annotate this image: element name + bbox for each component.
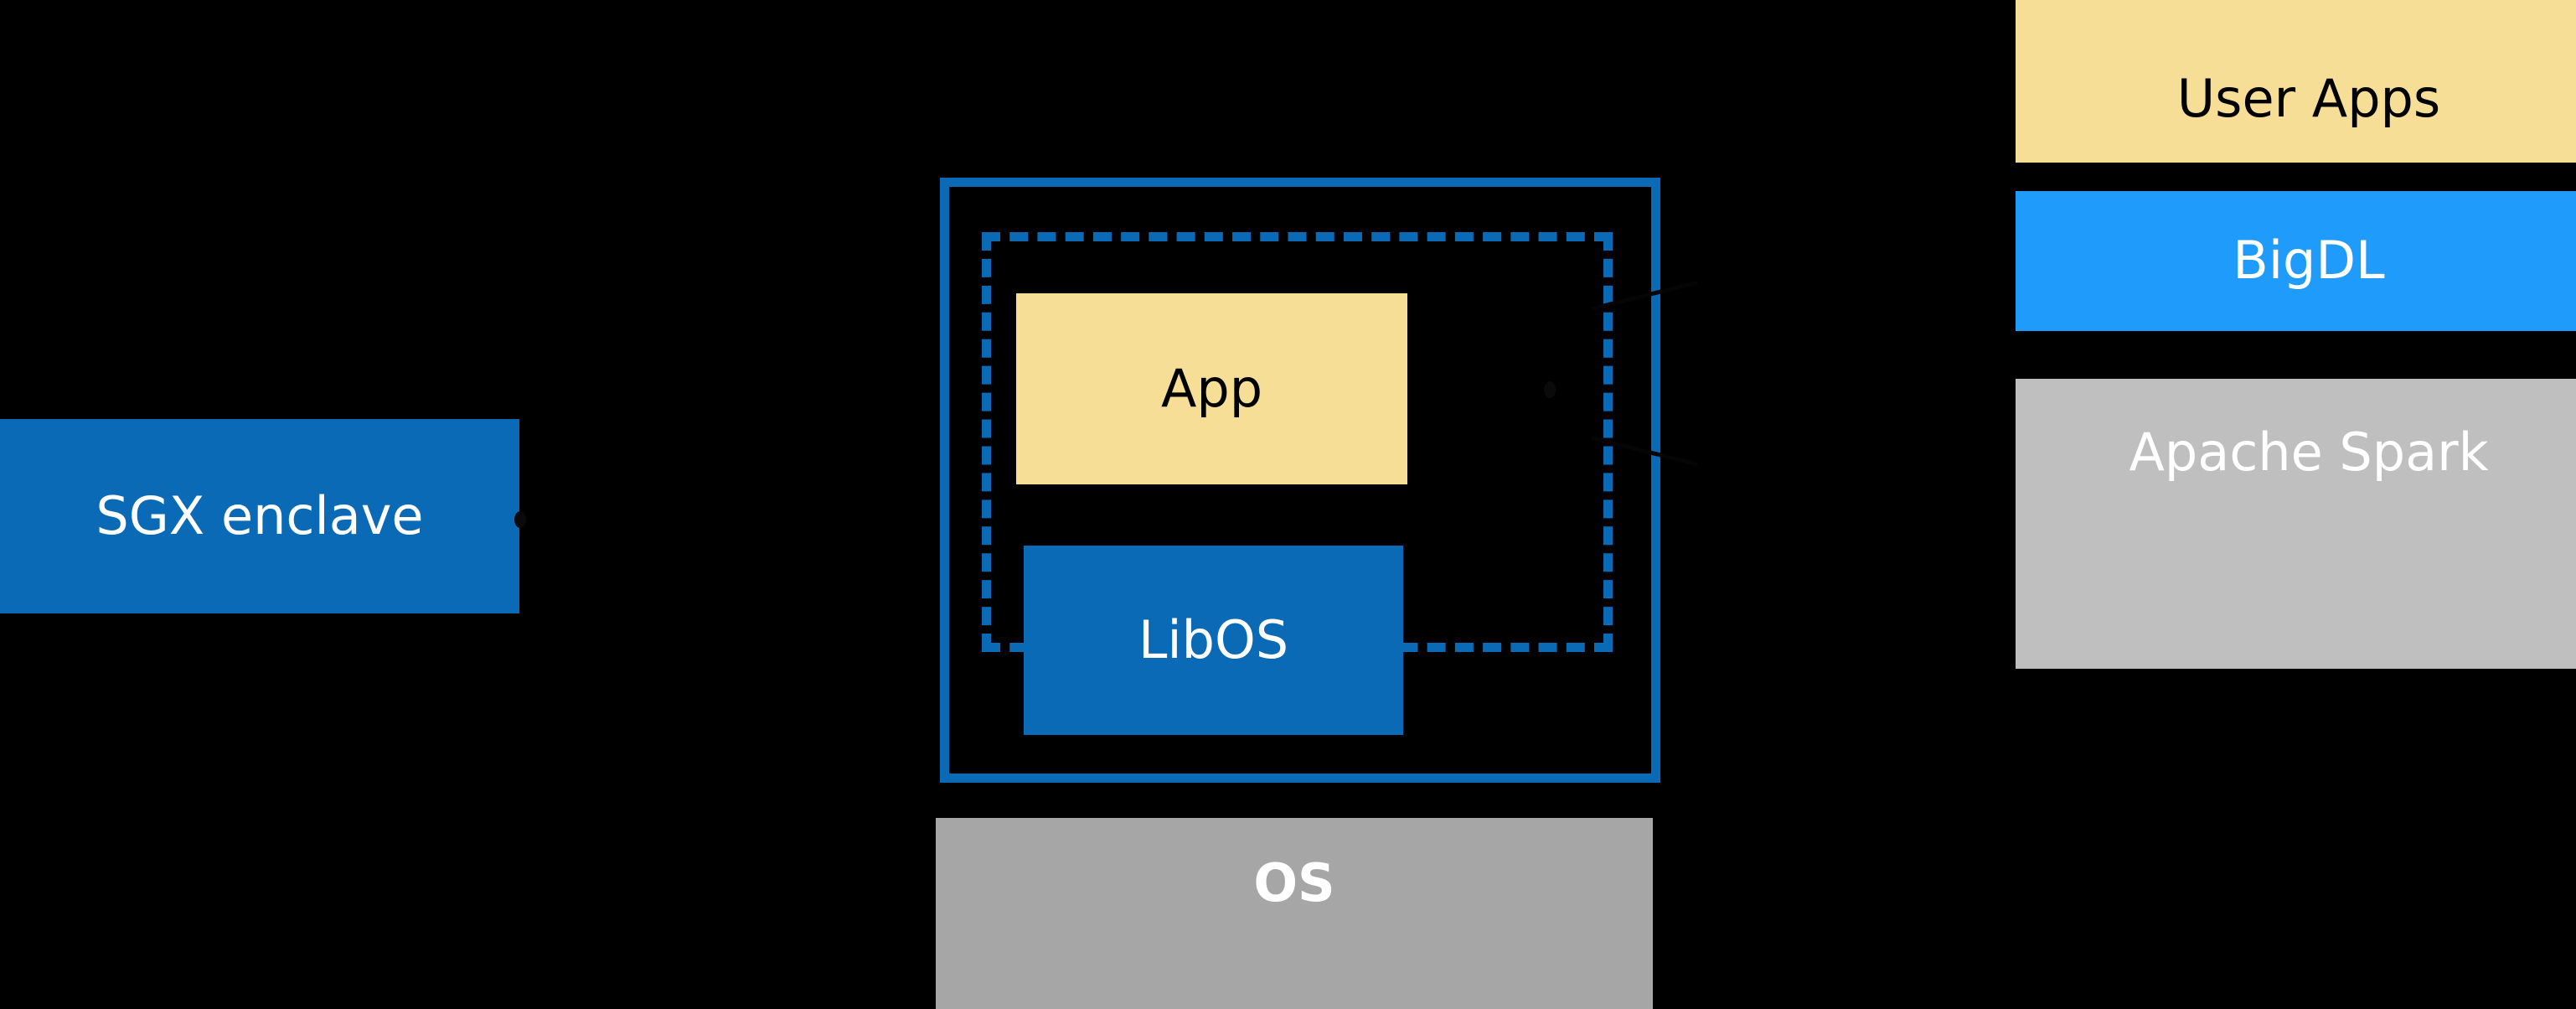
node-sgx-enclave[interactable]: SGX enclave [0,419,519,613]
node-os[interactable]: OS [936,818,1653,1009]
connector-dot-app-icon [1544,381,1556,398]
node-apache-spark-label: Apache Spark [2129,422,2489,483]
node-user-apps[interactable]: User Apps [2016,0,2576,163]
node-sgx-enclave-label: SGX enclave [96,484,424,546]
node-libos-label: LibOS [1138,608,1289,670]
node-bigdl-label: BigDL [2233,230,2385,292]
node-apache-spark[interactable]: Apache Spark [2016,379,2576,669]
connector-dot-sgx-icon [514,511,526,528]
frame-enclave-outline [940,178,1660,783]
node-app-label: App [1160,357,1263,419]
node-app[interactable]: App [1016,293,1407,484]
node-os-label: OS [1253,852,1335,913]
node-libos[interactable]: LibOS [1024,546,1403,735]
node-user-apps-label: User Apps [2176,67,2441,129]
node-bigdl[interactable]: BigDL [2016,191,2576,331]
